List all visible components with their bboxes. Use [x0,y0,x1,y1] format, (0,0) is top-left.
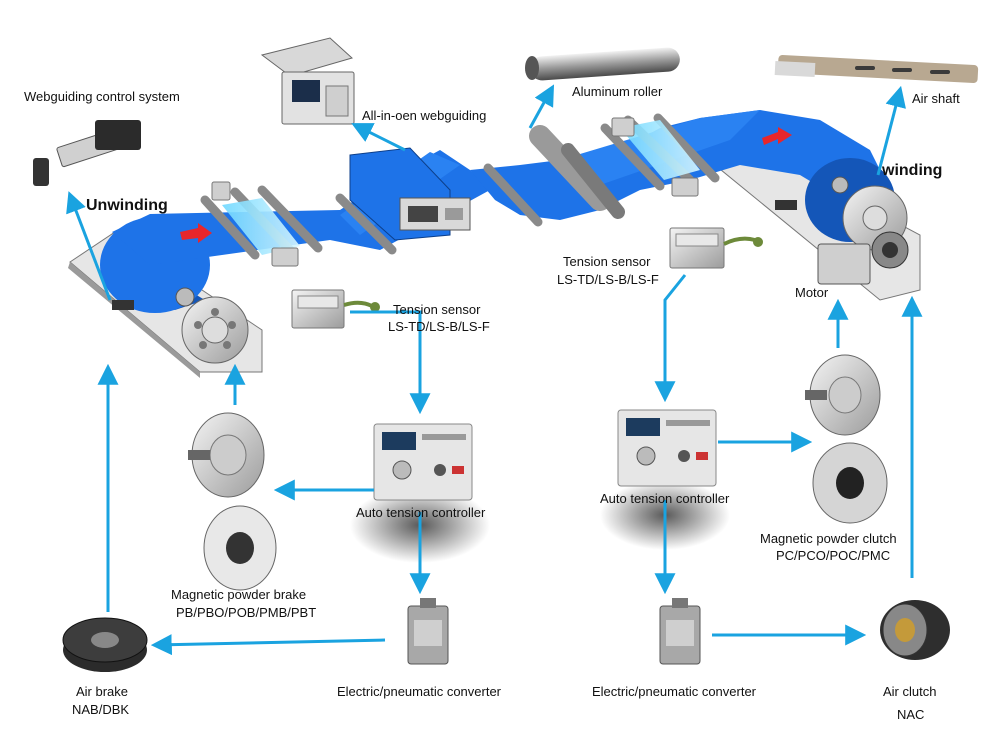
connection-arrows [66,84,923,656]
unwind-sensor-block [112,300,134,310]
auto-tension-controller-right-label: Auto tension controller [600,491,730,506]
tension-sensor-left-label: Tension sensor [393,302,481,317]
all-in-one-webguiding-image [260,37,355,125]
air-clutch-models: NAC [897,707,925,722]
rewind-sensor-block [775,200,797,210]
magnetic-powder-clutch-image-1 [805,354,881,436]
tension-sensor-left-image [291,289,380,329]
magnetic-powder-brake-image-1 [188,412,265,498]
ep-converter-left-label: Electric/pneumatic converter [337,684,502,699]
unwinding-label: Unwinding [86,197,168,214]
web-guide-unit [349,147,471,241]
unwind-brake-flange [175,287,249,364]
tension-sensor-right-models: LS-TD/LS-B/LS-F [557,272,659,287]
all-in-one-webguiding-label: All-in-oen webguiding [362,108,487,123]
magnetic-powder-clutch-models: PC/PCO/POC/PMC [776,548,891,563]
direction-arrow-right [762,127,792,145]
magnetic-powder-brake-models: PB/PBO/POB/PMB/PBT [176,605,317,620]
webguiding-control-label: Webguiding control system [24,89,180,104]
winding-label: winding [882,162,943,179]
auto-tension-controller-left-image [373,423,473,501]
motor [817,231,909,285]
ep-converter-right-image [659,598,701,665]
air-clutch-label: Air clutch [883,684,937,699]
tension-sensor-right-image [669,227,763,269]
air-shaft-label: Air shaft [912,91,960,106]
air-brake-label: Air brake [76,684,129,699]
film-section-right [620,120,700,180]
ep-converter-right-label: Electric/pneumatic converter [592,684,757,699]
tension-sensor-left-models: LS-TD/LS-B/LS-F [388,319,490,334]
aluminum-roller-label: Aluminum roller [572,84,663,99]
magnetic-powder-clutch-label: Magnetic powder clutch [760,531,897,546]
ep-converter-left-image [407,598,449,665]
magnetic-powder-clutch-image-2 [812,442,888,524]
air-clutch-image [880,600,950,660]
webguiding-control-image [33,120,141,186]
magnetic-powder-brake-image-2 [203,505,277,591]
roller-bearing-blocks [211,117,699,267]
air-brake-image [62,617,148,672]
motor-label: Motor [795,285,829,300]
magnetic-powder-brake-label: Magnetic powder brake [171,587,307,602]
air-shaft-image [774,54,979,84]
film-section-left [222,198,300,255]
auto-tension-controller-right-image [617,409,717,487]
tension-sensor-right-label: Tension sensor [563,254,651,269]
auto-tension-controller-left-label: Auto tension controller [356,505,486,520]
air-brake-models: NAB/DBK [72,702,130,717]
aluminum-roller-image [525,47,680,81]
direction-arrow-left [180,223,212,243]
